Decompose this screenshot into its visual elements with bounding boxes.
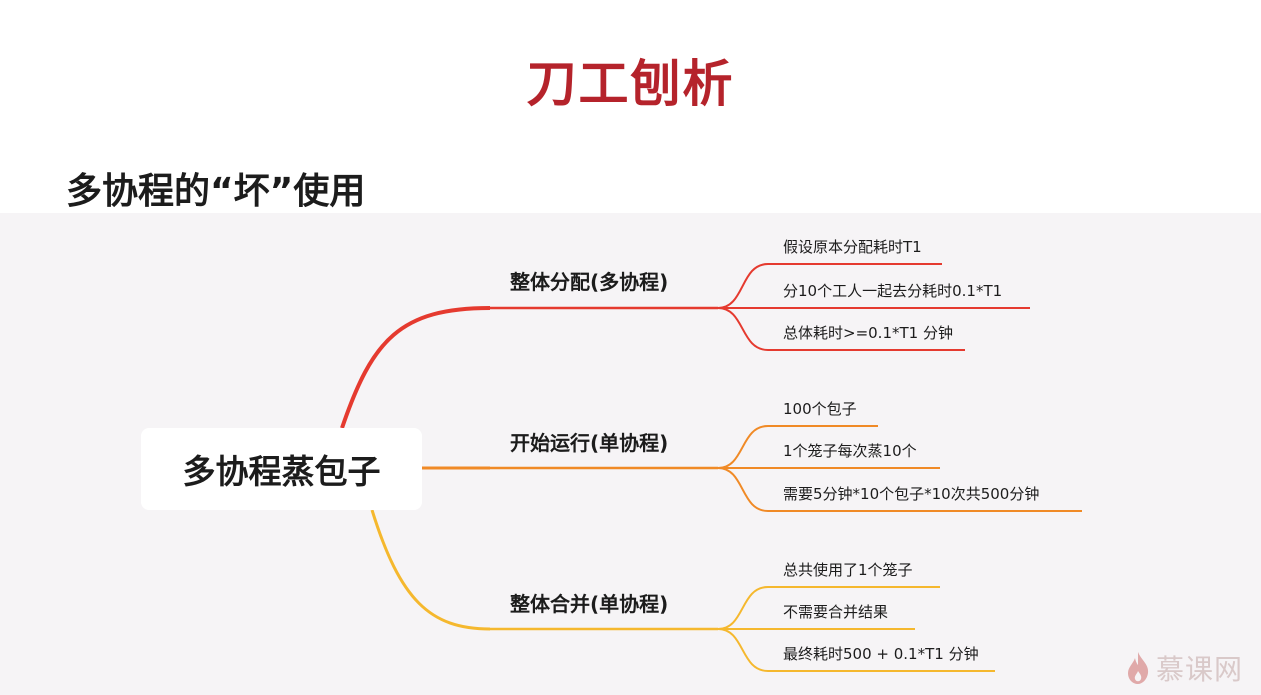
slide-subtitle: 多协程的“坏”使用 xyxy=(66,171,366,212)
branch-1-label: 整体分配(多协程) xyxy=(510,270,669,294)
leaf-2-1: 100个包子 xyxy=(783,400,857,418)
branch-3-label: 整体合并(单协程) xyxy=(510,592,669,616)
watermark-logo: 慕课网 xyxy=(1126,648,1243,688)
connector-root-branch-3 xyxy=(370,509,491,631)
leaf-3-2: 不需要合并结果 xyxy=(783,603,889,621)
leaf-1-2: 分10个工人一起去分耗时0.1*T1 xyxy=(783,282,1003,300)
connector-b1-leaf-1 xyxy=(717,263,769,309)
slide-title: 刀工刨析 xyxy=(526,55,735,113)
leaf-1-3: 总体耗时>=0.1*T1 分钟 xyxy=(783,324,953,342)
leaf-2-3: 需要5分钟*10个包子*10次共500分钟 xyxy=(783,485,1040,503)
flame-icon xyxy=(1128,652,1149,684)
connector-b3-leaf-1 xyxy=(717,586,769,630)
watermark-text: 慕课网 xyxy=(1156,653,1244,686)
leaf-2-2: 1个笼子每次蒸10个 xyxy=(783,442,917,460)
mindmap-root-node: 多协程蒸包子 xyxy=(141,428,422,510)
connector-b3-leaf-3 xyxy=(717,628,769,672)
leaf-3-1: 总共使用了1个笼子 xyxy=(783,561,913,579)
leaf-3-3: 最终耗时500 + 0.1*T1 分钟 xyxy=(783,645,979,663)
connector-b2-leaf-3 xyxy=(717,467,769,512)
branch-2-label: 开始运行(单协程) xyxy=(510,431,669,455)
leaf-1-1: 假设原本分配耗时T1 xyxy=(783,238,922,256)
connector-b1-leaf-3 xyxy=(717,307,769,351)
connector-root-branch-1 xyxy=(340,306,491,429)
connector-b2-leaf-1 xyxy=(717,425,769,469)
